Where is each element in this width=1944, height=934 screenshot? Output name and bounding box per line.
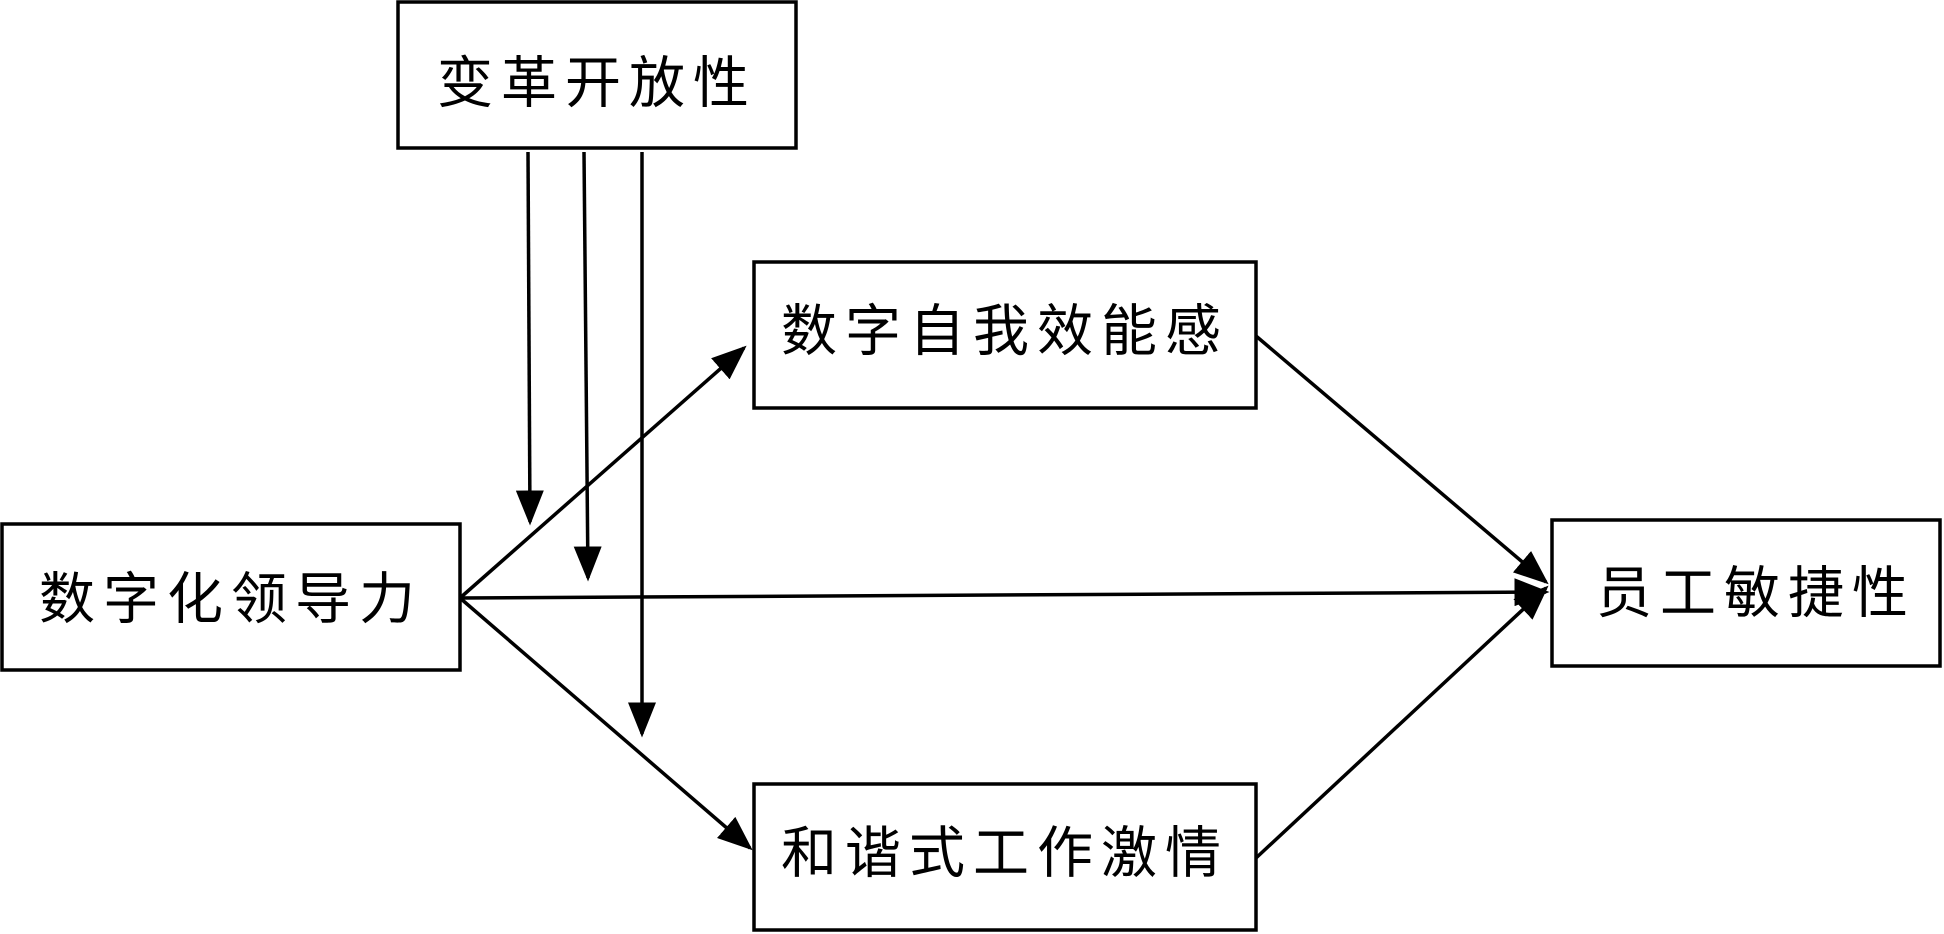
arrow-leadership-to-agility [459, 578, 1550, 607]
node-dependent: 员工敏捷性 [1550, 518, 1942, 668]
node-box-dependent [1550, 518, 1942, 668]
node-label-mediator-top: 数字自我效能感 [781, 300, 1229, 365]
moderation-arrow-to-direct-path [573, 151, 602, 582]
node-moderator: 变革开放性 [396, 0, 798, 150]
node-label-dependent: 员工敏捷性 [1596, 562, 1916, 627]
moderation-arrow-to-self-efficacy-path [515, 151, 544, 526]
arrow-leadership-to-passion [458, 596, 753, 851]
node-box-mediator-top [752, 260, 1258, 410]
node-label-moderator: 变革开放性 [437, 52, 757, 117]
arrow-self-efficacy-to-agility [1254, 334, 1549, 585]
node-box-independent [0, 522, 462, 672]
node-box-moderator [396, 0, 798, 150]
arrow-leadership-to-self-efficacy [458, 345, 747, 600]
node-label-mediator-bottom: 和谐式工作激情 [781, 822, 1229, 887]
node-box-mediator-bottom [752, 782, 1258, 932]
node-independent: 数字化领导力 [0, 522, 462, 672]
node-mediator-bottom: 和谐式工作激情 [752, 782, 1258, 932]
arrow-passion-to-agility [1254, 585, 1549, 860]
edges-group [458, 151, 1550, 860]
node-label-independent: 数字化领导力 [39, 568, 423, 633]
node-mediator-top: 数字自我效能感 [752, 260, 1258, 410]
